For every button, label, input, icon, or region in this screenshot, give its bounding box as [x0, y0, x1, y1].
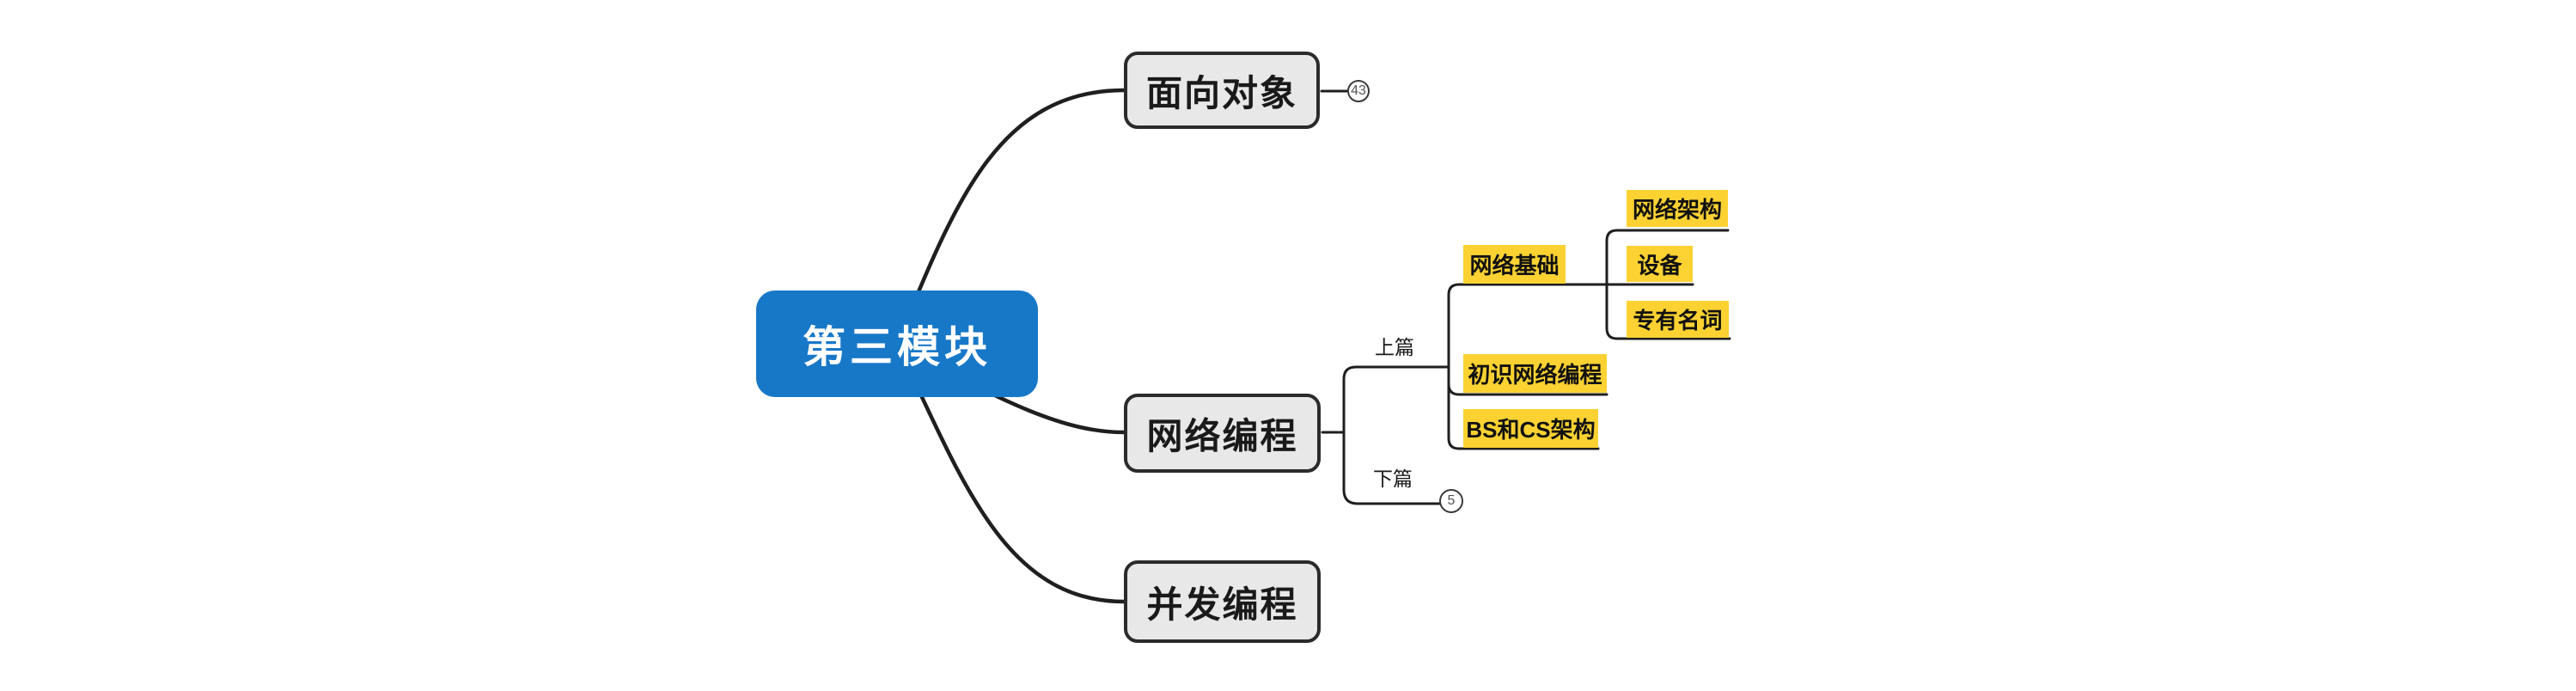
connector-basics-spine	[1605, 229, 1731, 340]
topic-part2[interactable]: 下篇	[1373, 468, 1413, 490]
topic-part1[interactable]: 上篇	[1375, 336, 1414, 358]
topic-intro-network-programming[interactable]: 初识网络编程	[1463, 354, 1607, 393]
topic-proper-nouns[interactable]: 专有名词	[1627, 301, 1729, 338]
topic-network[interactable]: 网络编程	[1124, 394, 1321, 473]
topic-bs-cs-architecture[interactable]: BS和CS架构	[1463, 409, 1598, 448]
connector-part-spine	[1342, 365, 1450, 505]
topic-root[interactable]: 第三模块	[756, 290, 1038, 397]
connector-part1-intro	[1447, 382, 1608, 396]
topic-network-arch[interactable]: 网络架构	[1627, 190, 1728, 227]
connector-root-oop	[894, 88, 1126, 346]
topic-concurrency[interactable]: 并发编程	[1124, 560, 1321, 643]
topic-device[interactable]: 设备	[1627, 246, 1693, 282]
connector-part1-spine	[1447, 283, 1694, 450]
collapse-badge-part2[interactable]: 5	[1439, 489, 1463, 513]
connector-root-concurrency	[894, 341, 1126, 604]
topic-network-basics[interactable]: 网络基础	[1463, 245, 1566, 284]
collapse-badge-oop[interactable]: 43	[1347, 80, 1370, 102]
topic-oop[interactable]: 面向对象	[1124, 52, 1320, 129]
